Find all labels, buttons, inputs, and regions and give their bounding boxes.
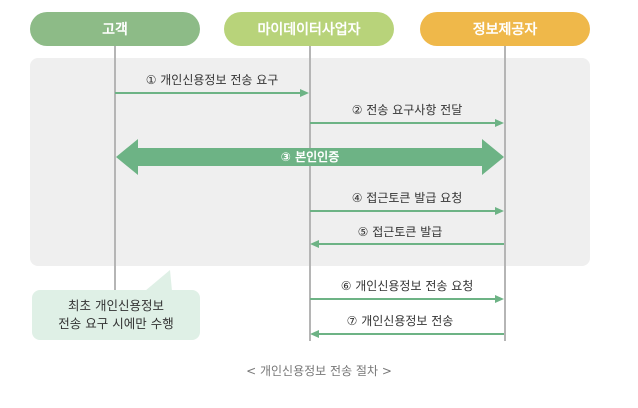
step-4-arrowhead xyxy=(495,207,504,215)
step-2-label: ② 전송 요구사항 전달 xyxy=(352,103,463,117)
lifeline-mydata-operator xyxy=(309,46,311,341)
participant-customer: 고객 xyxy=(30,12,200,46)
first-request-note: 최초 개인신용정보 전송 요구 시에만 수행 xyxy=(32,290,200,340)
step-1-label: ① 개인신용정보 전송 요구 xyxy=(146,73,279,87)
figure-caption: < 개인신용정보 전송 절차 > xyxy=(246,364,392,378)
note-pointer xyxy=(145,270,172,291)
step-7-arrowhead xyxy=(310,330,319,338)
note-line-2: 전송 요구 시에만 수행 xyxy=(58,316,174,331)
step-7-label: ⑦ 개인신용정보 전송 xyxy=(347,314,454,328)
step-1-arrowhead xyxy=(300,89,309,97)
step-5-arrowhead xyxy=(310,240,319,248)
step-3-bidirectional-arrow xyxy=(116,139,504,175)
participant-mydata-operator: 마이데이터사업자 xyxy=(224,12,394,46)
step-5-label: ⑤ 접근토큰 발급 xyxy=(358,225,443,239)
participant-info-provider: 정보제공자 xyxy=(420,12,590,46)
step-2-arrowhead xyxy=(495,119,504,127)
lifeline-customer xyxy=(114,46,116,290)
lifeline-info-provider xyxy=(504,46,506,341)
note-line-1: 최초 개인신용정보 xyxy=(68,298,164,313)
step-6-arrowhead xyxy=(495,295,504,303)
step-6-label: ⑥ 개인신용정보 전송 요청 xyxy=(341,279,474,293)
step-4-label: ④ 접근토큰 발급 요청 xyxy=(352,191,463,205)
step-3-label: ③ 본인인증 xyxy=(281,149,340,164)
